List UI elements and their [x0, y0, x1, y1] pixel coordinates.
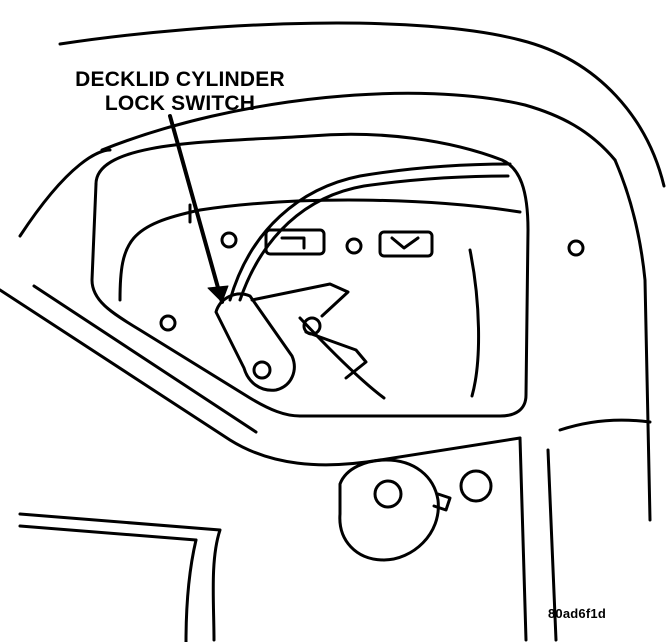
callout-leader — [168, 114, 224, 304]
lower-fittings — [338, 458, 493, 562]
decklid-frame — [18, 21, 666, 522]
top-brackets — [264, 228, 434, 258]
callout-line-1: DECKLID CYLINDER — [75, 68, 285, 91]
callout-line-2: LOCK SWITCH — [104, 92, 256, 115]
lower-left-trim — [18, 512, 222, 642]
lock-switch-body — [214, 282, 368, 392]
figure-id: 80ad6f1d — [548, 606, 606, 621]
mounting-holes — [159, 231, 585, 332]
leader-arrowhead — [207, 285, 229, 303]
decklid-cylinder-lock-switch-label: DECKLID CYLINDER LOCK SWITCH — [40, 68, 320, 116]
